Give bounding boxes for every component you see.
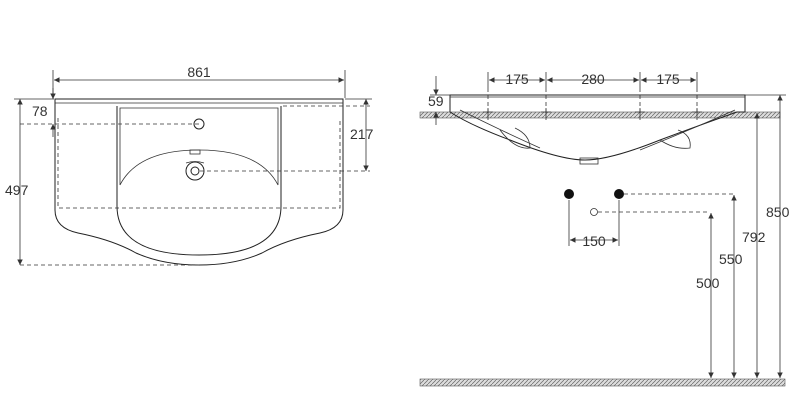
basin-profile bbox=[449, 94, 746, 161]
basin-outline bbox=[54, 98, 344, 266]
spacing-label-2: 280 bbox=[581, 71, 605, 87]
inner-bowl bbox=[116, 106, 282, 256]
height-label-550: 550 bbox=[719, 251, 743, 267]
supply-dot-right bbox=[614, 189, 624, 199]
depth-label: 497 bbox=[5, 182, 29, 198]
spacing-label-3: 175 bbox=[656, 71, 680, 87]
drain-offset-label: 217 bbox=[350, 126, 374, 142]
height-label-850: 850 bbox=[766, 204, 790, 220]
height-label-792: 792 bbox=[742, 229, 766, 245]
drain-inner bbox=[190, 166, 200, 176]
side-view: 175 280 175 59 150 500 550 792 850 bbox=[419, 71, 790, 387]
supply-spacing-label: 150 bbox=[582, 233, 606, 249]
rim-label: 59 bbox=[428, 93, 444, 109]
deck-cutout bbox=[119, 107, 279, 186]
tap-offset-label: 78 bbox=[32, 103, 48, 119]
waste-point bbox=[590, 208, 598, 216]
top-view: 861 497 78 217 bbox=[5, 64, 374, 266]
tap-hole bbox=[193, 118, 205, 130]
width-label: 861 bbox=[187, 64, 211, 80]
height-label-500: 500 bbox=[696, 275, 720, 291]
spacing-label-1: 175 bbox=[505, 71, 529, 87]
floor-hatch bbox=[419, 378, 786, 387]
supply-dot-left bbox=[564, 189, 574, 199]
